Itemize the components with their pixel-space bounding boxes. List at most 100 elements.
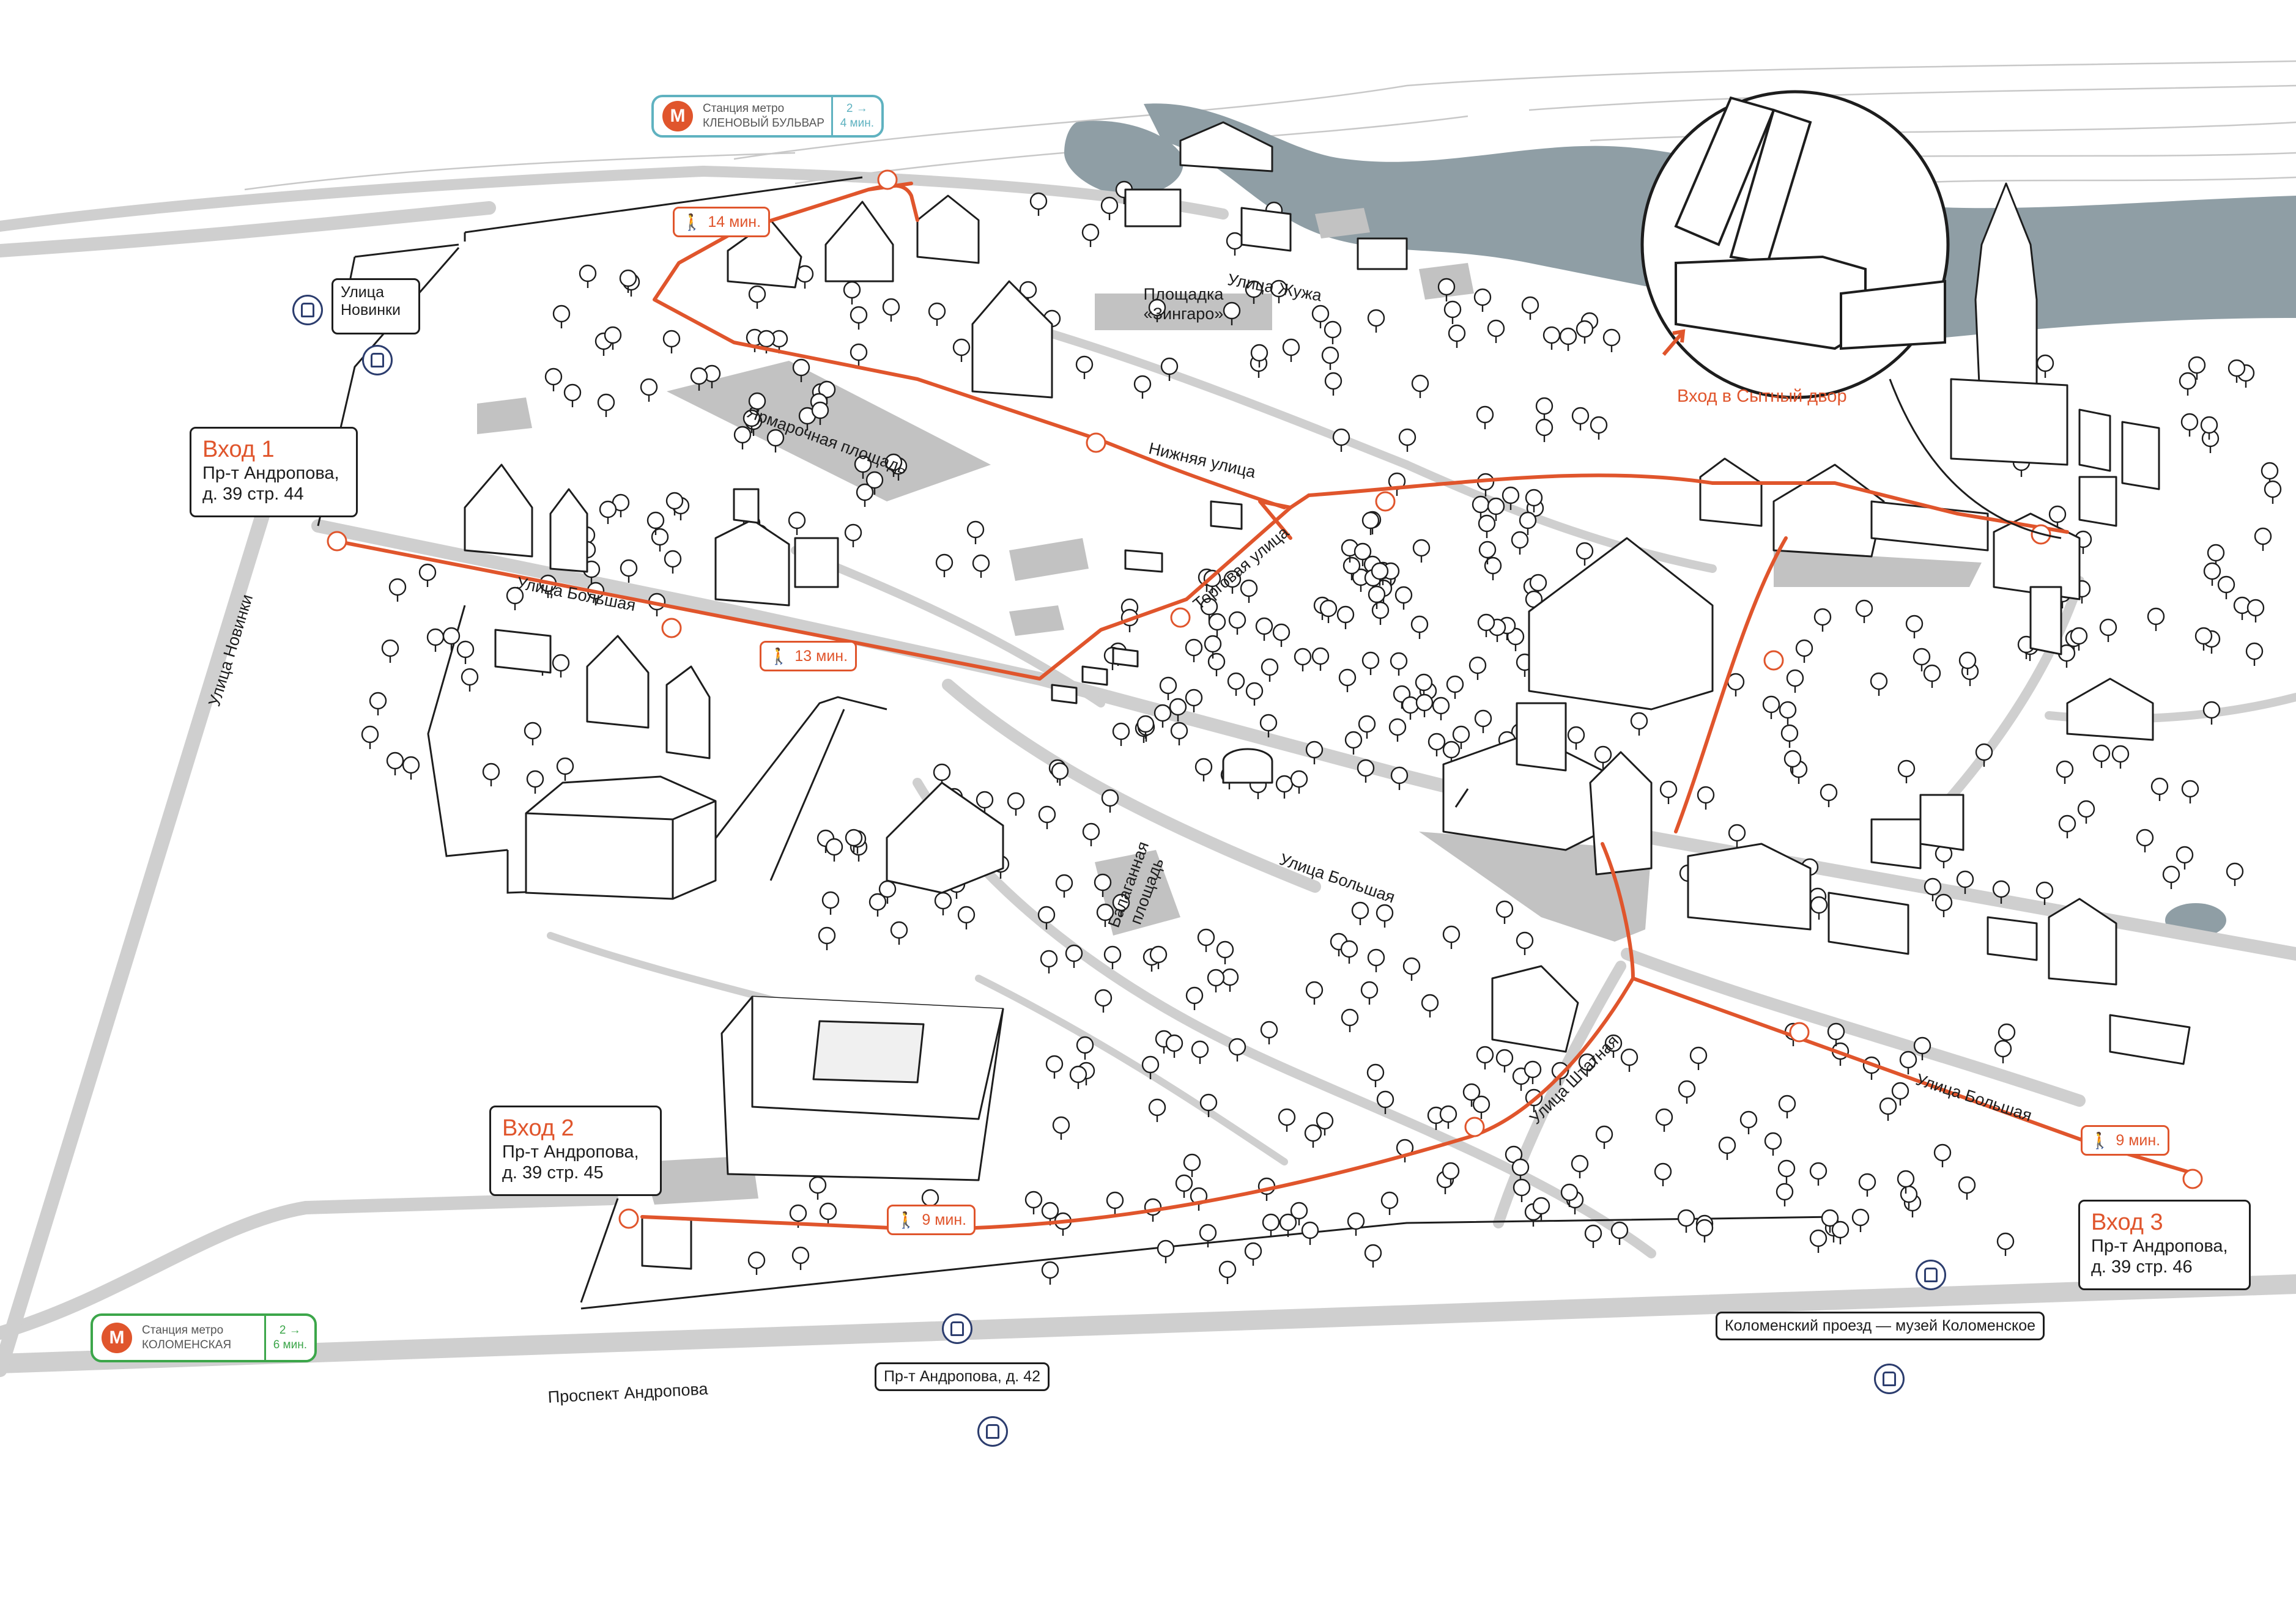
tree — [2202, 701, 2221, 726]
tree — [1516, 931, 1534, 956]
tree — [369, 692, 387, 717]
tree — [748, 285, 766, 310]
bus-stop-icon[interactable] — [942, 1313, 972, 1344]
tree — [1996, 1232, 2015, 1257]
tree — [579, 264, 597, 289]
tree — [934, 892, 952, 917]
tree — [1448, 324, 1466, 349]
area-label-zingaro-line1: Площадка — [1143, 285, 1224, 303]
tree — [1439, 1105, 1457, 1130]
tree — [1442, 925, 1461, 950]
tree — [1321, 346, 1339, 371]
tree — [1361, 511, 1380, 536]
tree — [1054, 1212, 1072, 1237]
tree — [1487, 319, 1505, 344]
bus-stop-icon[interactable] — [292, 295, 323, 325]
tree — [1244, 1242, 1262, 1267]
entrance-1-title: Вход 1 — [202, 437, 275, 462]
tree — [1324, 320, 1342, 345]
tree — [1040, 950, 1058, 975]
bus-stop-novinki-label[interactable]: Улица Новинки — [331, 278, 420, 334]
walk-time-badge-9-south: 🚶 9 мин. — [887, 1205, 976, 1235]
route-arrows — [327, 169, 2203, 1229]
tree — [1207, 652, 1226, 678]
tree — [1294, 648, 1312, 673]
tree — [2246, 599, 2265, 624]
tree — [1262, 1213, 1280, 1238]
bus-stop-novinki-line1: Улица — [341, 284, 384, 301]
bus-stop-icon[interactable] — [1916, 1260, 1946, 1290]
entrance-3-address-line2: д. 39 стр. 46 — [2091, 1257, 2193, 1277]
entrance-2-card[interactable]: Вход 2 Пр-т Андропова, д. 39 стр. 45 — [489, 1106, 662, 1196]
entrance-1-card[interactable]: Вход 1 Пр-т Андропова, д. 39 стр. 44 — [190, 427, 358, 517]
tree — [1595, 1125, 1613, 1150]
tree — [1810, 896, 1828, 921]
pedestrian-icon: 🚶 — [682, 212, 702, 231]
tree — [1340, 940, 1358, 965]
tree — [1411, 374, 1429, 399]
tree — [1571, 407, 1590, 432]
tree — [1870, 672, 1888, 697]
tree — [1159, 676, 1177, 701]
entrance-2-title: Вход 2 — [502, 1115, 574, 1141]
tree — [1786, 669, 1804, 694]
tree — [552, 305, 571, 330]
tree — [1678, 1080, 1696, 1105]
pedestrian-icon: 🚶 — [896, 1210, 916, 1229]
tree — [1208, 613, 1226, 638]
zoom-caption-sytny-dvor: Вход в Сытный двор — [1677, 386, 1847, 406]
tree — [1602, 328, 1621, 353]
tree — [426, 628, 445, 653]
tree — [1305, 981, 1324, 1006]
tree — [386, 751, 404, 777]
tree — [1081, 223, 1100, 248]
tree — [2245, 642, 2264, 667]
tree — [1341, 1008, 1359, 1033]
tree — [1133, 375, 1152, 400]
walk-time-9-south-text: 9 мин. — [922, 1211, 967, 1228]
bus-stop-icon[interactable] — [977, 1416, 1008, 1447]
tree — [2162, 865, 2180, 890]
tree — [957, 906, 976, 931]
tree — [1958, 1176, 1976, 1201]
entrance-3-address-line1: Пр-т Андропова, — [2091, 1236, 2228, 1256]
metro-kolomenskaya[interactable]: М Станция метро КОЛОМЕНСКАЯ 2 → 6 мин. — [91, 1313, 317, 1362]
tree — [1809, 1229, 1828, 1254]
tree — [1655, 1108, 1673, 1133]
tree — [1226, 232, 1244, 257]
bus-stop-andropova-42-label[interactable]: Пр-т Андропова, д. 42 — [875, 1362, 1050, 1391]
tree — [1390, 766, 1409, 791]
metro-klenovy-text: Станция метро КЛЕНОВЫЙ БУЛЬВАР — [703, 102, 831, 131]
entrance-2-address-line2: д. 39 стр. 45 — [502, 1163, 604, 1183]
tree — [1194, 758, 1213, 783]
tree — [1305, 740, 1324, 766]
buildings — [464, 121, 2191, 1270]
tree — [1069, 1065, 1087, 1090]
tree — [1390, 652, 1408, 677]
tree — [544, 367, 563, 393]
tree — [388, 578, 407, 603]
tree — [2111, 745, 2130, 770]
bus-stop-icon[interactable] — [1874, 1364, 1905, 1394]
tree — [1677, 1209, 1695, 1234]
tree — [1476, 405, 1494, 430]
tree — [825, 838, 843, 863]
tree — [1468, 656, 1487, 681]
bus-stop-icon[interactable] — [362, 345, 393, 375]
tree — [1780, 724, 1799, 749]
entrance-3-card[interactable]: Вход 3 Пр-т Андропова, д. 39 стр. 46 — [2078, 1200, 2251, 1290]
tree — [1227, 672, 1245, 697]
bus-stop-kolomensky-label[interactable]: Коломенский проезд — музей Коломенское — [1716, 1312, 2045, 1340]
tree — [1175, 1174, 1193, 1199]
tree — [1344, 731, 1363, 756]
tree — [1038, 805, 1056, 830]
tree — [1428, 733, 1446, 758]
tree — [1831, 1220, 1850, 1246]
tree — [1024, 1191, 1043, 1216]
tree — [1228, 611, 1246, 636]
tree — [821, 891, 840, 916]
tree — [597, 393, 615, 418]
metro-klenovy-bulvar[interactable]: М Станция метро КЛЕНОВЫЙ БУЛЬВАР 2 → 4 м… — [651, 95, 884, 138]
tree — [1610, 1221, 1629, 1246]
